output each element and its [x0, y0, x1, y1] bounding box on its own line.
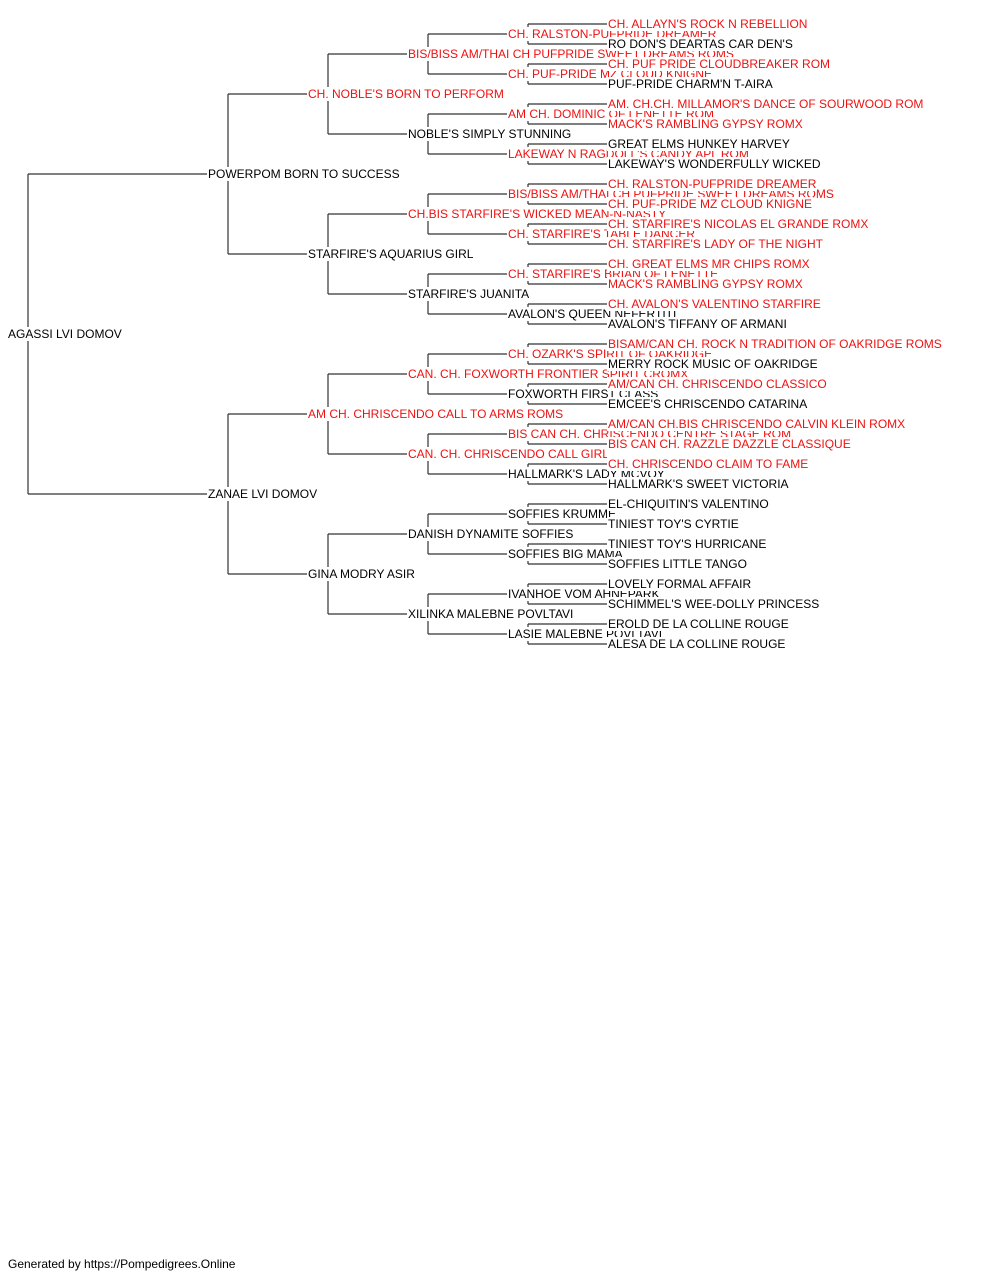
dam-gen5-name: MACK'S RAMBLING GYPSY ROMX [607, 117, 804, 131]
sire-gen5-name: CH. GREAT ELMS MR CHIPS ROMX [607, 257, 811, 271]
dam-gen1-name: ZANAE LVI DOMOV [207, 487, 319, 501]
dam-gen5-name: LAKEWAY'S WONDERFULLY WICKED [607, 157, 822, 171]
sire-gen5-name: EL-CHIQUITIN'S VALENTINO [607, 497, 770, 511]
sire-gen1-name: POWERPOM BORN TO SUCCESS [207, 167, 401, 181]
sire-gen5-name: CH. PUF PRIDE CLOUDBREAKER ROM [607, 57, 832, 71]
subject-name: AGASSI LVI DOMOV [7, 327, 123, 341]
dam-gen5-name: CH. STARFIRE'S LADY OF THE NIGHT [607, 237, 824, 251]
dam-gen2-name: GINA MODRY ASIR [307, 567, 416, 581]
sire-gen5-name: CH. CHRISCENDO CLAIM TO FAME [607, 457, 810, 471]
dam-gen5-name: AVALON'S TIFFANY OF ARMANI [607, 317, 788, 331]
sire-gen5-name: CH. RALSTON-PUFPRIDE DREAMER [607, 177, 818, 191]
sire-gen2-name: CH. NOBLE'S BORN TO PERFORM [307, 87, 505, 101]
dam-gen4-name: SOFFIES BIG MAMA [507, 547, 624, 561]
sire-gen5-name: AM/CAN CH.BIS CHRISCENDO CALVIN KLEIN RO… [607, 417, 907, 431]
dam-gen5-name: ALESA DE LA COLLINE ROUGE [607, 637, 787, 651]
dam-gen5-name: MERRY ROCK MUSIC OF OAKRIDGE [607, 357, 819, 371]
dam-gen3-name: CAN. CH. CHRISCENDO CALL GIRL [407, 447, 610, 461]
dam-gen5-name: SOFFIES LITTLE TANGO [607, 557, 748, 571]
sire-gen5-name: AM/CAN CH. CHRISCENDO CLASSICO [607, 377, 828, 391]
sire-gen5-name: AM. CH.CH. MILLAMOR'S DANCE OF SOURWOOD … [607, 97, 925, 111]
sire-gen2-name: AM CH. CHRISCENDO CALL TO ARMS ROMS [307, 407, 565, 421]
sire-gen3-name: DANISH DYNAMITE SOFFIES [407, 527, 575, 541]
sire-gen5-name: LOVELY FORMAL AFFAIR [607, 577, 753, 591]
sire-gen5-name: CH. AVALON'S VALENTINO STARFIRE [607, 297, 822, 311]
sire-gen5-name: EROLD DE LA COLLINE ROUGE [607, 617, 790, 631]
dam-gen5-name: HALLMARK'S SWEET VICTORIA [607, 477, 790, 491]
dam-gen5-name: PUF-PRIDE CHARM'N T-AIRA [607, 77, 774, 91]
dam-gen5-name: SCHIMMEL'S WEE-DOLLY PRINCESS [607, 597, 821, 611]
dam-gen5-name: TINIEST TOY'S CYRTIE [607, 517, 740, 531]
dam-gen5-name: BIS CAN CH. RAZZLE DAZZLE CLASSIQUE [607, 437, 852, 451]
sire-gen4-name: SOFFIES KRUMME [507, 507, 618, 521]
dam-gen5-name: RO DON'S DEARTAS CAR DEN'S [607, 37, 794, 51]
sire-gen5-name: CH. ALLAYN'S ROCK N REBELLION [607, 17, 809, 31]
dam-gen5-name: MACK'S RAMBLING GYPSY ROMX [607, 277, 804, 291]
dam-gen3-name: NOBLE'S SIMPLY STUNNING [407, 127, 573, 141]
sire-gen5-name: GREAT ELMS HUNKEY HARVEY [607, 137, 791, 151]
generated-by-footer: Generated by https://Pompedigrees.Online [8, 1257, 236, 1271]
sire-gen5-name: TINIEST TOY'S HURRICANE [607, 537, 768, 551]
dam-gen3-name: XILINKA MALEBNE POVLTAVI [407, 607, 575, 621]
sire-gen3-name: CH.BIS STARFIRE'S WICKED MEAN-N-NASTY [407, 207, 668, 221]
dam-gen2-name: STARFIRE'S AQUARIUS GIRL [307, 247, 475, 261]
dam-gen5-name: CH. PUF-PRIDE MZ CLOUD KNIGNE [607, 197, 814, 211]
dam-gen5-name: EMCEE'S CHRISCENDO CATARINA [607, 397, 809, 411]
dam-gen3-name: STARFIRE'S JUANITA [407, 287, 531, 301]
sire-gen5-name: BISAM/CAN CH. ROCK N TRADITION OF OAKRID… [607, 337, 943, 351]
sire-gen5-name: CH. STARFIRE'S NICOLAS EL GRANDE ROMX [607, 217, 870, 231]
